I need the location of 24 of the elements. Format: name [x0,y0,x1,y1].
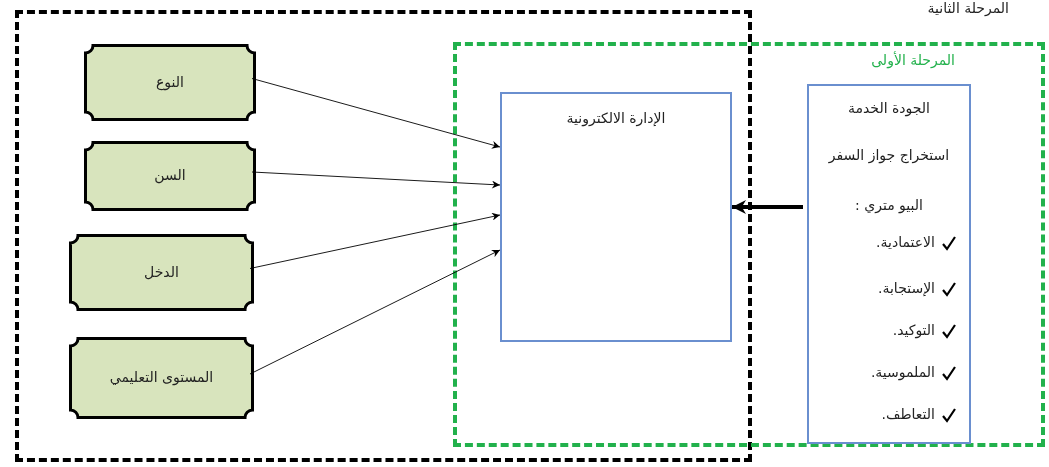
list-item: التوكيد. [892,322,935,338]
box-label: المستوى التعليمي [108,369,215,385]
variable-box [84,44,256,121]
box-text: الجودة الخدمة [847,100,931,116]
stage-label: المرحلة الأولى [871,52,955,68]
list-item: الملموسية. [870,364,935,380]
box-label: الدخل [143,263,180,280]
box-title: الإدارة الالكترونية [565,110,667,126]
stage-frame [453,42,1045,447]
list-item: الاعتمادية. [876,234,935,250]
box-label: النوع [155,73,185,90]
variable-box [69,234,254,311]
box-text: استخراج جواز السفر [827,147,951,163]
box-text: البيو متري : [854,197,924,213]
content-box [807,84,971,444]
stage-frame [15,10,752,462]
content-box [500,92,732,342]
arrow [732,200,803,214]
list-item: التعاطف. [881,406,935,422]
stage-label: المرحلة الثانية [927,0,1009,16]
variable-box [69,337,254,419]
box-label: السن [153,167,187,183]
variable-box [84,141,256,211]
list-item: الإستجابة. [878,280,935,296]
